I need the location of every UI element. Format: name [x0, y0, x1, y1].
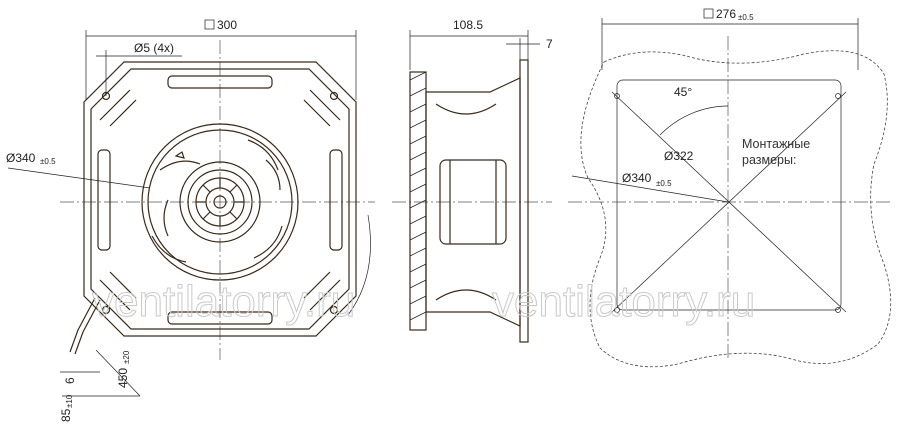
- outlet-flange: [519, 59, 529, 343]
- fan-housing: [83, 61, 357, 337]
- front-view: 300 Ø5 (4x) Ø340 ±0.5 6 450 ±20 85 ±10: [6, 18, 375, 422]
- cable-dim-85-tol: ±10: [65, 394, 74, 408]
- depth-dim: 108.5: [453, 18, 483, 32]
- cable-dim-450-tol: ±20: [122, 350, 131, 364]
- watermark-right: ventilatorry.ru: [492, 277, 755, 326]
- cable-dim-450: 450: [116, 368, 130, 388]
- mounting-hole: [101, 305, 111, 315]
- wall-cutout-outline: [580, 50, 892, 368]
- mounting-square: [616, 79, 842, 311]
- motor-body: [439, 159, 507, 245]
- mount-hole: [835, 307, 841, 313]
- mounting-note-line1: Монтажные: [742, 137, 810, 151]
- impeller-outer: [141, 123, 299, 281]
- diameter-dim-main-tol: ±0.5: [40, 157, 56, 166]
- width-dim-300: 300: [217, 18, 237, 32]
- watermark-left: ventilatorry.ru: [92, 277, 355, 326]
- cable-dim-85: 85: [59, 408, 73, 422]
- side-view: 108.5 7: [392, 18, 553, 343]
- diameter-340: Ø340: [622, 171, 652, 185]
- mount-hole: [614, 93, 620, 99]
- cable: [69, 297, 96, 353]
- width-dim-276-tol: ±0.5: [738, 13, 754, 22]
- mount-hole: [614, 307, 620, 313]
- cable-dim-6: 6: [63, 377, 77, 384]
- hole-dim: Ø5 (4x): [134, 41, 174, 55]
- mounting-view: 45° Ø322 Ø340 ±0.5 Монтажные размеры: 27…: [568, 7, 892, 368]
- mounting-hole: [329, 91, 339, 101]
- mounting-hole: [329, 305, 339, 315]
- mounting-note-line2: размеры:: [742, 153, 796, 167]
- width-dim-276: 276: [716, 7, 736, 21]
- motor-hub: [179, 161, 261, 243]
- diameter-dim-main: Ø340: [6, 151, 36, 165]
- angle-label: 45°: [674, 85, 692, 99]
- mount-hole: [835, 93, 841, 99]
- flange-dim: 7: [546, 37, 553, 51]
- diameter-322: Ø322: [664, 149, 694, 163]
- diameter-340-tol: ±0.5: [656, 179, 672, 188]
